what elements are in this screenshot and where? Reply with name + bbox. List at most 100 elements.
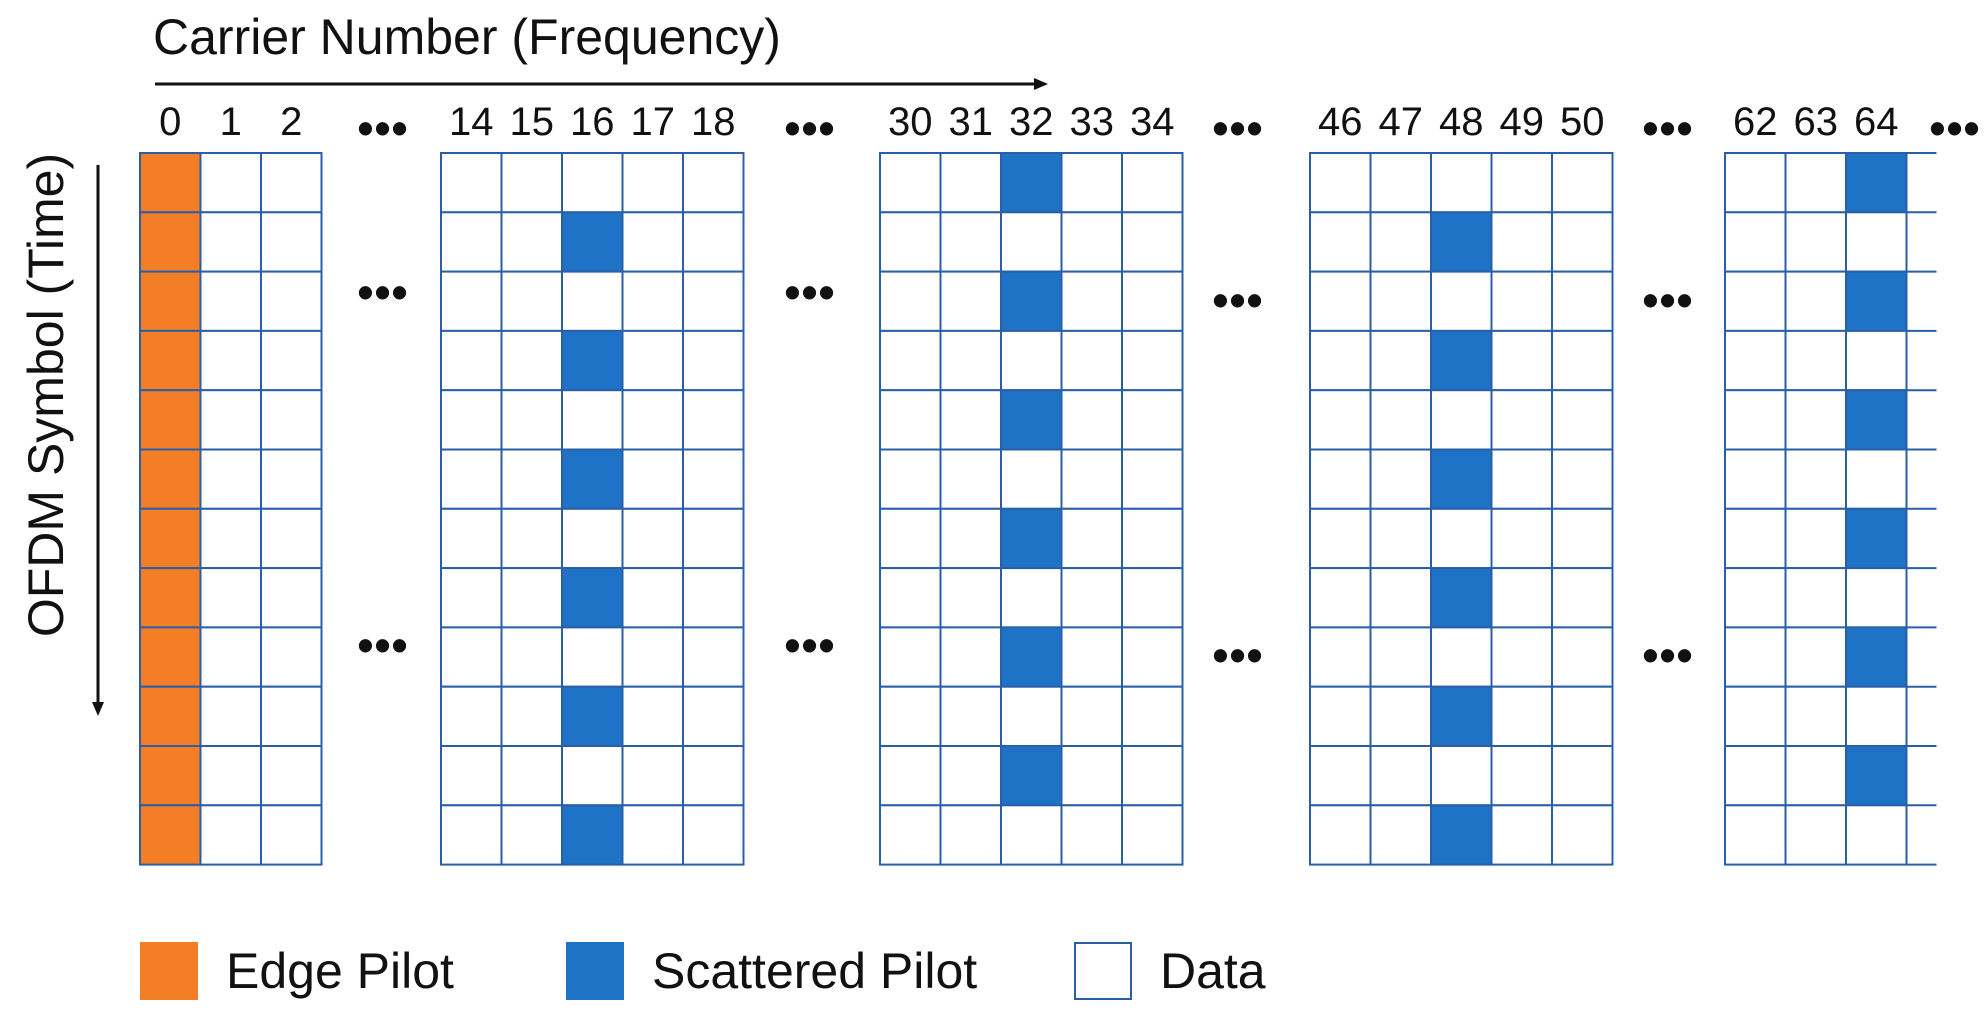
data-cell	[1060, 389, 1123, 451]
data-cell	[260, 745, 323, 807]
data-cell	[561, 507, 624, 570]
data-cell	[199, 567, 262, 629]
data-cell	[199, 804, 262, 866]
data-cell	[1000, 685, 1063, 748]
data-cell	[500, 389, 563, 451]
data-cell	[1724, 745, 1787, 807]
data-cell	[199, 448, 262, 510]
data-cell	[199, 211, 262, 273]
data-cell	[440, 745, 503, 807]
data-cell	[1121, 685, 1184, 748]
carrier-number-label: 16	[570, 100, 615, 144]
data-cell	[561, 270, 624, 332]
data-cell	[500, 270, 563, 332]
data-cell	[939, 567, 1002, 629]
carrier-number-label: 64	[1854, 100, 1899, 144]
data-cell	[561, 745, 624, 807]
data-cell	[879, 804, 942, 866]
data-cell	[440, 389, 503, 451]
data-cell	[1551, 626, 1614, 688]
scattered-pilot-cell	[1000, 389, 1063, 451]
carrier-number-label: 18	[691, 100, 736, 144]
data-cell	[939, 211, 1002, 273]
data-cell	[1060, 685, 1123, 748]
data-cell	[500, 329, 563, 392]
data-cell	[1309, 567, 1372, 629]
carrier-number-label: 15	[509, 100, 555, 144]
data-cell	[1490, 804, 1553, 866]
data-cell	[621, 270, 684, 332]
data-cell	[1309, 329, 1372, 392]
data-cell	[1845, 685, 1908, 748]
carrier-number-label: 34	[1130, 100, 1175, 144]
data-cell	[440, 626, 503, 688]
data-cell	[260, 804, 323, 866]
data-cell	[1490, 329, 1553, 392]
data-cell	[1309, 507, 1372, 570]
data-cell	[1121, 507, 1184, 570]
data-cell	[1551, 745, 1614, 807]
carrier-number-label: 33	[1069, 100, 1115, 144]
edge-pilot-cell	[139, 804, 202, 866]
data-cell	[260, 507, 323, 570]
scattered-pilot-cell	[1845, 152, 1908, 214]
data-cell	[1060, 211, 1123, 273]
data-cell	[1369, 685, 1432, 748]
data-cell	[440, 448, 503, 510]
grid-ellipsis: •••	[1212, 629, 1264, 681]
data-cell	[621, 211, 684, 273]
data-cell	[1724, 389, 1787, 451]
data-cell	[1121, 804, 1184, 866]
data-cell	[1845, 211, 1908, 273]
scattered-pilot-cell	[561, 804, 624, 866]
data-cell	[621, 804, 684, 866]
carrier-number-label: 2	[280, 100, 303, 144]
data-cell	[1551, 567, 1614, 629]
carrier-number-label: 1	[219, 100, 242, 144]
data-cell	[1121, 211, 1184, 273]
data-cell	[1430, 389, 1493, 451]
data-cell	[199, 389, 262, 451]
scattered-pilot-cell	[1000, 507, 1063, 570]
data-cell	[682, 389, 745, 451]
scattered-pilot-cell	[1430, 211, 1493, 273]
data-cell	[500, 507, 563, 570]
data-cell	[1121, 389, 1184, 451]
data-cell	[1724, 804, 1787, 866]
legend-edge-pilot-swatch	[140, 942, 198, 1000]
scattered-pilot-cell	[1430, 448, 1493, 510]
data-cell	[682, 685, 745, 748]
data-cell	[500, 211, 563, 273]
legend-scattered-pilot: Scattered Pilot	[566, 942, 977, 1000]
data-cell	[939, 745, 1002, 807]
data-cell	[1845, 567, 1908, 629]
scattered-pilot-cell	[1430, 329, 1493, 392]
data-cell	[1784, 626, 1847, 688]
data-cell	[1724, 270, 1787, 332]
data-cell	[1309, 685, 1372, 748]
data-cell	[621, 329, 684, 392]
data-cell	[879, 745, 942, 807]
scattered-pilot-cell	[1430, 685, 1493, 748]
data-cell	[879, 152, 942, 214]
data-cell	[1784, 685, 1847, 748]
data-cell	[199, 270, 262, 332]
data-cell	[1060, 804, 1123, 866]
data-cell	[1430, 507, 1493, 570]
legend-edge-pilot: Edge Pilot	[140, 942, 454, 1000]
data-cell	[440, 152, 503, 214]
data-cell	[682, 567, 745, 629]
data-cell	[1060, 152, 1123, 214]
carrier-ellipsis: •••	[784, 102, 836, 154]
data-cell	[260, 685, 323, 748]
grid-ellipsis: •••	[1212, 274, 1264, 326]
data-cell	[939, 626, 1002, 688]
data-cell	[260, 448, 323, 510]
data-cell	[939, 507, 1002, 570]
carrier-number-label: 50	[1560, 100, 1605, 144]
data-cell	[1000, 329, 1063, 392]
data-cell	[1490, 626, 1553, 688]
scattered-pilot-cell	[1845, 270, 1908, 332]
data-cell	[1369, 152, 1432, 214]
